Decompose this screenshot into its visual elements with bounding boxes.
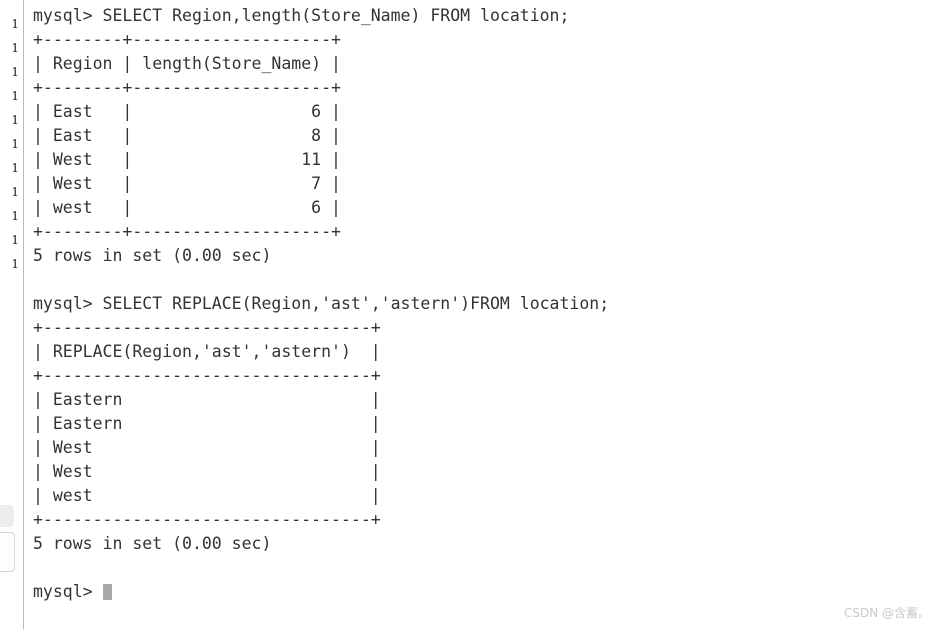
- console-line: +---------------------------------+: [33, 366, 381, 385]
- console-line: | REPLACE(Region,'ast','astern') |: [33, 342, 381, 361]
- console-line: | East | 8 |: [33, 126, 341, 145]
- csdn-watermark: CSDN @含蓄。: [843, 606, 930, 620]
- line-number: 1: [11, 17, 19, 31]
- console-line: +---------------------------------+: [33, 510, 381, 529]
- console-blank-line: [33, 268, 940, 292]
- console-line: +---------------------------------+: [33, 318, 381, 337]
- line-number: 1: [11, 113, 19, 127]
- console-line: | West |: [33, 462, 381, 481]
- console-line: | Eastern |: [33, 390, 381, 409]
- console-prompt-line[interactable]: mysql>: [33, 580, 940, 604]
- console-line: +--------+--------------------+: [33, 222, 341, 241]
- console-blank-line: [33, 556, 940, 580]
- console-line: | West | 7 |: [33, 174, 341, 193]
- line-number: 1: [11, 185, 19, 199]
- prompt-label: mysql>: [33, 582, 103, 601]
- line-number: 1: [11, 89, 19, 103]
- console-line: | west |: [33, 486, 381, 505]
- console-line: 5 rows in set (0.00 sec): [33, 534, 272, 553]
- line-number: 1: [11, 257, 19, 271]
- console-line: | west | 6 |: [33, 198, 341, 217]
- line-number: 1: [11, 65, 19, 79]
- line-number: 1: [11, 137, 19, 151]
- console-line: | Region | length(Store_Name) |: [33, 54, 341, 73]
- console-line: +--------+--------------------+: [33, 30, 341, 49]
- line-number: 1: [11, 233, 19, 247]
- line-number: 1: [11, 161, 19, 175]
- mysql-console-output[interactable]: mysql> SELECT Region,length(Store_Name) …: [33, 4, 940, 629]
- console-line: +--------+--------------------+: [33, 78, 341, 97]
- console-line: mysql> SELECT REPLACE(Region,'ast','aste…: [33, 294, 610, 313]
- line-number: 1: [11, 41, 19, 55]
- edge-widget-gray-panel[interactable]: [0, 505, 14, 527]
- console-line: mysql> SELECT Region,length(Store_Name) …: [33, 6, 570, 25]
- console-line: | East | 6 |: [33, 102, 341, 121]
- console-line: | Eastern |: [33, 414, 381, 433]
- text-cursor: [102, 584, 112, 600]
- console-line: | West |: [33, 438, 381, 457]
- line-number: 1: [11, 209, 19, 223]
- console-line: | West | 11 |: [33, 150, 341, 169]
- console-line: 5 rows in set (0.00 sec): [33, 246, 272, 265]
- edge-widget-white-panel[interactable]: [0, 532, 15, 572]
